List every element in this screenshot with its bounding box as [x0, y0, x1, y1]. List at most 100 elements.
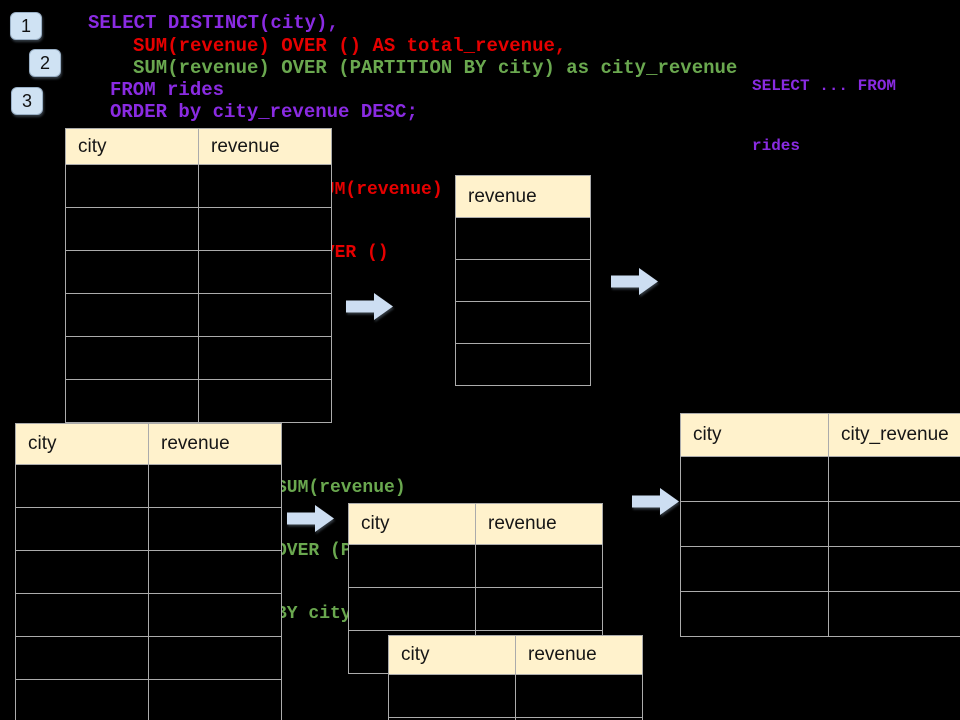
- table-row: [65, 164, 332, 208]
- empty-cell: [828, 591, 960, 637]
- flow-arrow-right-icon: [632, 488, 679, 515]
- step-badge-1: 1: [10, 12, 42, 40]
- empty-cell: [455, 259, 591, 302]
- empty-cell: [65, 336, 199, 380]
- table-row: [388, 717, 643, 720]
- table-row: [15, 593, 282, 637]
- empty-cell: [15, 464, 149, 508]
- empty-cell: [828, 546, 960, 592]
- empty-cell: [828, 456, 960, 502]
- table-row: [455, 259, 591, 302]
- empty-cell: [15, 636, 149, 680]
- column-header-revenue: revenue: [475, 503, 603, 545]
- empty-cell: [388, 674, 516, 718]
- header-row: revenue: [455, 175, 591, 218]
- column-header-city: city: [65, 128, 199, 165]
- table-row: [15, 679, 282, 720]
- table-revenue-only: revenue: [455, 175, 591, 386]
- empty-cell: [15, 550, 149, 594]
- step-badge-2: 2: [29, 49, 61, 77]
- empty-cell: [348, 587, 476, 631]
- sql-line-from: FROM rides: [110, 79, 225, 101]
- table-row: [680, 591, 960, 637]
- empty-cell: [515, 717, 643, 720]
- empty-cell: [148, 464, 282, 508]
- empty-cell: [65, 207, 199, 251]
- column-header-revenue: revenue: [198, 128, 332, 165]
- empty-cell: [455, 217, 591, 260]
- table-row: [15, 507, 282, 551]
- table-row: [680, 456, 960, 502]
- empty-cell: [148, 593, 282, 637]
- sql-line-partition: SUM(revenue) OVER (PARTITION BY city) as…: [133, 57, 738, 79]
- column-header-city: city: [15, 423, 149, 465]
- empty-cell: [198, 250, 332, 294]
- annotation-sum-over-all: SUM(revenue) OVER (): [313, 138, 443, 306]
- annotation-line: SUM(revenue): [276, 478, 406, 498]
- empty-cell: [65, 293, 199, 337]
- sql-line-total: SUM(revenue) OVER () AS total_revenue,: [133, 35, 567, 57]
- sql-line-order: ORDER by city_revenue DESC;: [110, 101, 418, 123]
- flow-arrow-right-icon: [346, 293, 393, 320]
- empty-cell: [148, 550, 282, 594]
- table-row: [348, 587, 603, 631]
- column-header-city: city: [348, 503, 476, 545]
- empty-cell: [680, 546, 829, 592]
- table-row: [455, 301, 591, 344]
- column-header-city: city: [680, 413, 829, 457]
- flow-arrow-right-icon: [287, 505, 334, 532]
- empty-cell: [148, 679, 282, 720]
- table-row: [455, 343, 591, 386]
- empty-cell: [15, 593, 149, 637]
- annotation-line: SUM(revenue): [313, 180, 443, 200]
- annotation-line: OVER (): [313, 243, 389, 263]
- flow-arrow-right-icon: [611, 268, 658, 295]
- empty-cell: [680, 501, 829, 547]
- empty-cell: [348, 544, 476, 588]
- side-note-line-2: rides: [752, 137, 801, 155]
- table-row: [65, 379, 332, 423]
- column-header-revenue: revenue: [515, 635, 643, 675]
- empty-cell: [198, 293, 332, 337]
- empty-cell: [455, 343, 591, 386]
- empty-cell: [198, 379, 332, 423]
- empty-cell: [828, 501, 960, 547]
- table-row: [15, 636, 282, 680]
- table-row: [388, 674, 643, 718]
- column-header-revenue: revenue: [455, 175, 591, 218]
- table-row: [680, 546, 960, 592]
- sql-line-select: SELECT DISTINCT(city),: [88, 12, 339, 34]
- step-badge-3: 3: [11, 87, 43, 115]
- empty-cell: [198, 164, 332, 208]
- column-header-city: city: [388, 635, 516, 675]
- side-note-select-from: SELECT ... FROM rides: [752, 36, 896, 196]
- empty-cell: [680, 456, 829, 502]
- empty-cell: [455, 301, 591, 344]
- table-row: [15, 464, 282, 508]
- table-row: [65, 336, 332, 380]
- table-row: [680, 501, 960, 547]
- empty-cell: [680, 591, 829, 637]
- side-note-line-1: SELECT ... FROM: [752, 77, 897, 95]
- table-row: [348, 544, 603, 588]
- empty-cell: [65, 379, 199, 423]
- empty-cell: [475, 587, 603, 631]
- table-row: [15, 550, 282, 594]
- empty-cell: [148, 636, 282, 680]
- empty-cell: [15, 507, 149, 551]
- empty-cell: [148, 507, 282, 551]
- table-row: [455, 217, 591, 260]
- empty-cell: [475, 544, 603, 588]
- empty-cell: [15, 679, 149, 720]
- empty-cell: [198, 207, 332, 251]
